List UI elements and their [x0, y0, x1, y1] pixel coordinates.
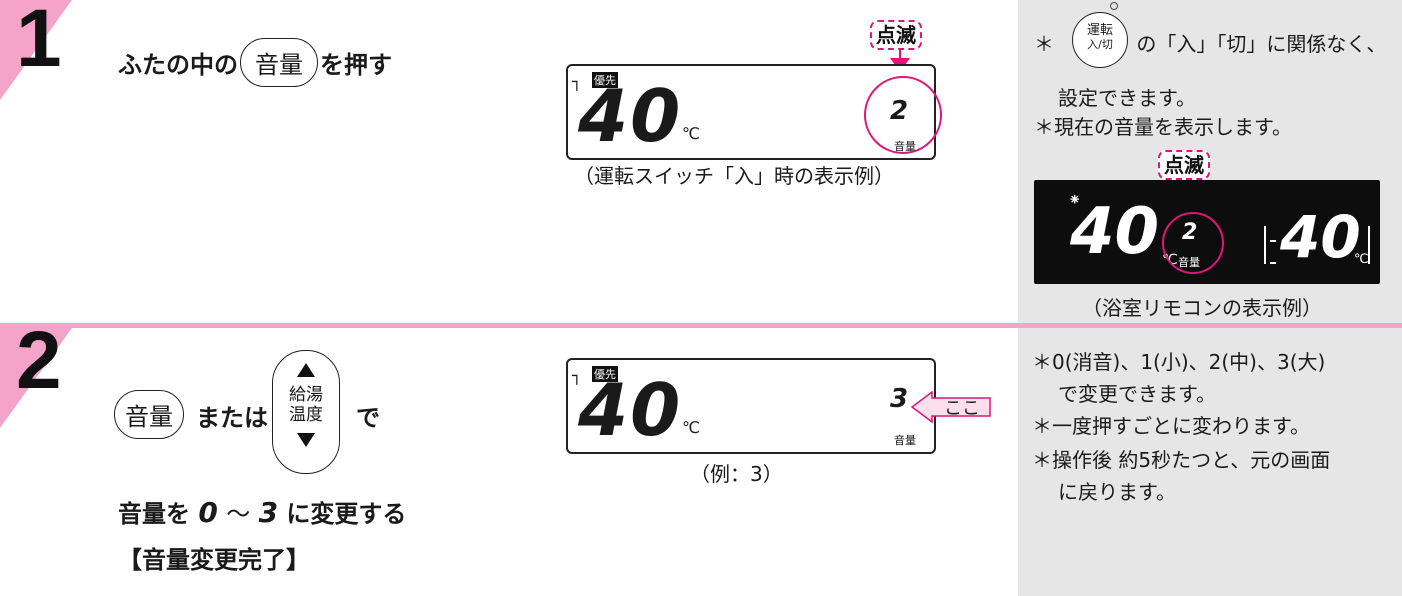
volume-button[interactable]: 音量 — [240, 38, 318, 87]
here-label: ここ — [944, 398, 980, 419]
step1-blink-label: 点滅 — [870, 20, 922, 50]
updown-label-1: 給湯 — [289, 385, 323, 405]
or-text: または — [196, 404, 268, 432]
step2-lcd — [566, 358, 936, 454]
celsius-unit-2: ℃ — [682, 418, 700, 437]
bath-unit-right: ℃ — [1354, 252, 1369, 267]
digit-to: 3 — [258, 496, 279, 529]
step1-caption: （運転スイッチ「入」時の表示例） — [574, 164, 894, 188]
bath-level-bars — [1270, 240, 1276, 264]
celsius-unit: ℃ — [682, 124, 700, 143]
run-button[interactable]: 運転 入/切 — [1072, 12, 1128, 68]
bath-volume-digit: 2 — [1182, 220, 1198, 245]
temperature-display: 40 — [578, 74, 683, 158]
up-arrow-icon[interactable] — [297, 363, 315, 377]
faucet-icon: ┐ — [572, 72, 582, 91]
side1-note-line3: ＊現在の音量を表示します。 — [1034, 115, 1292, 139]
step2-line3: 【音量変更完了】 — [118, 546, 310, 574]
section-divider — [0, 323, 1402, 328]
here-arrow — [910, 390, 991, 424]
bath-temp-left: 40 — [1070, 195, 1160, 269]
step2-caption: （例：3） — [690, 462, 783, 486]
side-panel-2 — [1018, 328, 1402, 596]
down-arrow-icon[interactable] — [297, 433, 315, 447]
step1-number: 1 — [16, 0, 62, 84]
step1-lcd — [566, 64, 936, 160]
step2-line2: 音量を 0 〜 3 に変更する — [118, 494, 406, 529]
side2-line2: で変更できます。 — [1058, 382, 1216, 406]
side2-line1: ＊0(消音)、1(小)、2(中)、3(大) — [1032, 350, 1326, 374]
updown-button[interactable]: 給湯 温度 — [272, 350, 340, 474]
priority-label-2: 優先 — [592, 366, 618, 382]
temperature-display-2: 40 — [578, 368, 683, 452]
side1-blink-label: 点滅 — [1158, 150, 1210, 180]
bath-right-bracket — [1264, 226, 1266, 264]
side1-star: ＊ — [1034, 32, 1054, 56]
volume-digit: 2 — [890, 96, 909, 126]
side1-line1-rest: の「入」「切」に関係なく、 — [1136, 32, 1387, 56]
side2-line5: に戻ります。 — [1058, 480, 1176, 504]
digit-from: 0 — [198, 496, 218, 529]
step1-instruction: ふたの中の音量を押す — [118, 38, 392, 87]
volume-label-2: 音量 — [894, 434, 916, 447]
step2-line2-a: 音量を — [118, 500, 190, 528]
step2-line2-b: に変更する — [286, 500, 407, 528]
step2-number: 2 — [16, 315, 62, 406]
side1-note-line2: 設定できます。 — [1058, 86, 1196, 110]
step1-corner-mark — [0, 0, 72, 100]
faucet-icon-2: ┐ — [572, 366, 582, 385]
side1-caption: （浴室リモコンの表示例） — [1082, 296, 1322, 320]
side2-line4: ＊操作後 約5秒たつと、元の画面 — [1032, 448, 1331, 472]
run-button-top: 運転 — [1086, 23, 1113, 38]
bath-volume-label: 音量 — [1178, 256, 1200, 269]
step1-prefix: ふたの中の — [118, 51, 238, 79]
tilde: 〜 — [226, 500, 251, 528]
volume-label: 音量 — [894, 140, 916, 153]
bath-remote-display — [1034, 180, 1380, 284]
step1-suffix: を押す — [320, 51, 392, 79]
indicator-dot-icon — [1110, 2, 1118, 10]
run-button-bottom: 入/切 — [1087, 38, 1113, 51]
volume-button-2[interactable]: 音量 — [114, 390, 184, 439]
de-text: で — [356, 404, 380, 432]
updown-label-2: 温度 — [289, 405, 323, 425]
volume-digit-2: 3 — [890, 384, 909, 414]
bath-right-end — [1368, 226, 1370, 264]
priority-label: 優先 — [592, 72, 618, 88]
step2-corner-mark — [0, 328, 72, 428]
volume-highlight-circle — [864, 76, 942, 154]
side2-line3: ＊一度押すごとに変わります。 — [1032, 414, 1310, 438]
side1-note-line1: ＊ 運転 入/切 の「入」「切」に関係なく、 — [1034, 12, 1387, 68]
bath-volume-circle — [1162, 212, 1224, 274]
shower-icon: ⁕ — [1068, 190, 1082, 209]
bath-temp-right: 40 — [1280, 203, 1361, 271]
